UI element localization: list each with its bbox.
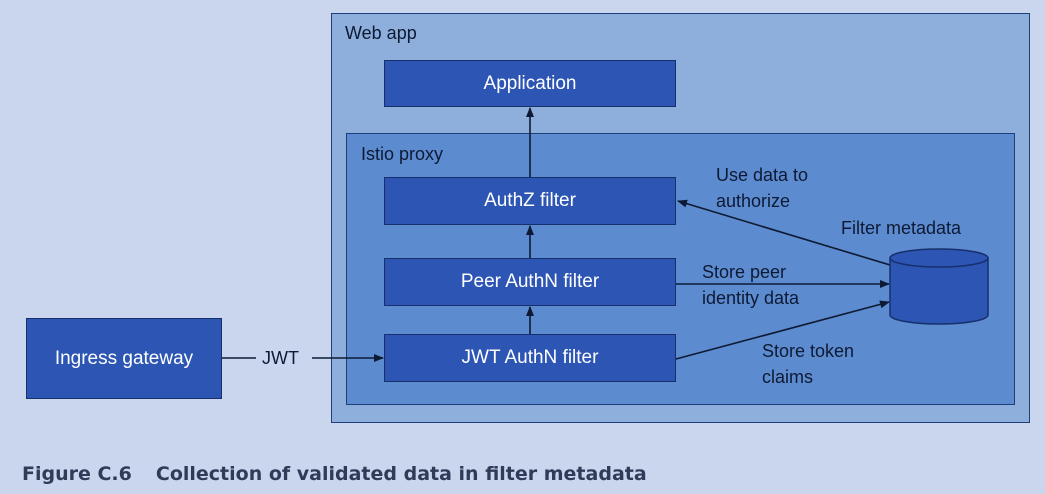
jwt-edge-label: JWT [262,348,299,368]
store-peer-label: Store peer identity data [702,262,800,308]
ingress-gateway-box: Ingress gateway [26,318,222,399]
arrow-metadata-to-authz [677,199,891,266]
figure-number: Figure C.6 [22,463,132,485]
use-data-label: Use data to authorize [716,165,809,211]
peer-authn-filter-box: Peer AuthN filter [384,258,676,306]
database-icon [889,248,989,325]
filter-metadata-label: Filter metadata [841,218,962,238]
application-box: Application [384,60,676,107]
istio-proxy-label: Istio proxy [361,144,444,164]
figure-title: Collection of validated data in filter m… [155,463,647,485]
arrow-jwt-to-metadata [675,300,890,360]
store-token-label: Store token claims [762,341,855,387]
jwt-authn-filter-box: JWT AuthN filter [384,334,676,382]
web-app-label: Web app [345,23,417,43]
authz-filter-box: AuthZ filter [384,177,676,225]
figure-caption: Figure C.6 Collection of validated data i… [22,463,647,485]
